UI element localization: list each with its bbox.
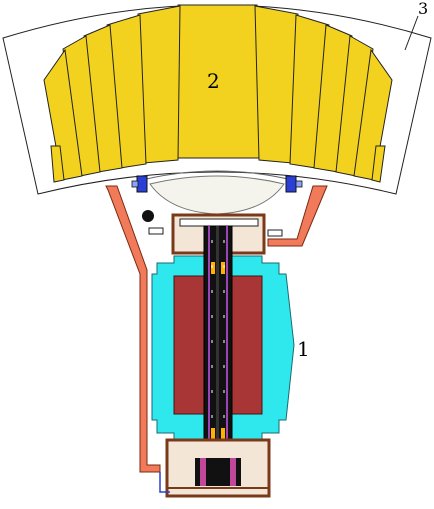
left-orange-lead — [105, 185, 161, 473]
label-2: 2 — [207, 69, 220, 93]
segment — [371, 145, 386, 183]
window-arc — [149, 175, 285, 215]
lower-magenta-right — [230, 458, 236, 486]
right-orange-lead — [267, 185, 328, 247]
blue-fittings — [131, 175, 303, 193]
segment — [50, 145, 65, 183]
bottom-cable — [159, 472, 170, 493]
left-tab — [148, 227, 164, 235]
lower-arc — [133, 170, 301, 183]
label-1: 1 — [297, 337, 310, 361]
left-fitting-cap — [131, 180, 139, 188]
lower-magenta-left — [200, 458, 206, 486]
right-fitting-cap — [295, 180, 303, 188]
right-coil — [231, 275, 263, 415]
right-tab — [267, 229, 283, 237]
label-3: 3 — [418, 0, 428, 18]
upper-plate — [179, 218, 259, 227]
black-dot-icon — [142, 210, 154, 222]
left-fitting — [136, 175, 148, 193]
yellow-segments — [43, 4, 393, 183]
leader-line-3 — [404, 15, 419, 51]
right-fitting — [285, 175, 297, 193]
left-coil — [173, 275, 205, 415]
